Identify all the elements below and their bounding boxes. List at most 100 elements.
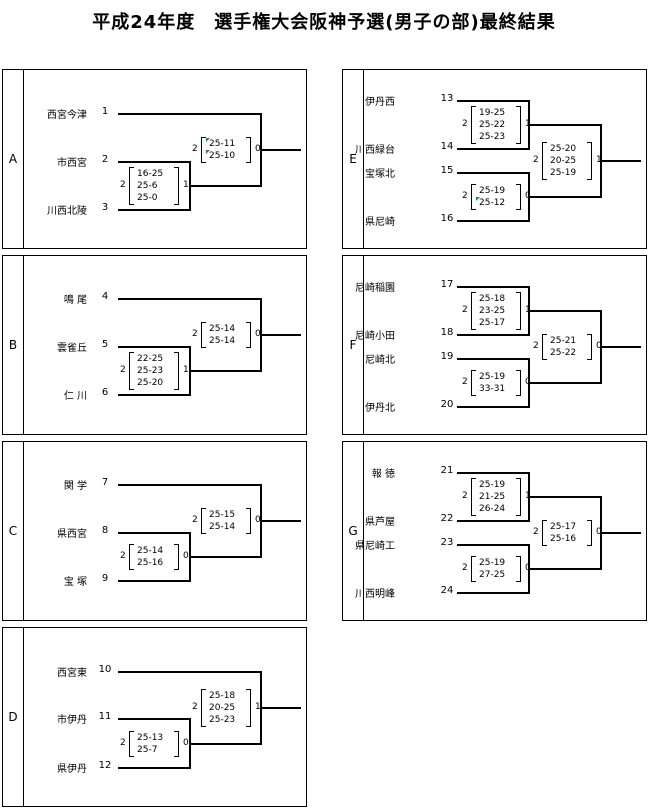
sets-won-team2: 0 xyxy=(525,563,531,573)
set-score: 25-0 xyxy=(137,193,158,203)
sets-won-team2: 1 xyxy=(525,491,531,501)
set-score: 19-25 xyxy=(479,108,506,118)
team-name: 仁 川 xyxy=(63,391,87,402)
bracket-line xyxy=(118,580,190,582)
score-bracket xyxy=(542,520,592,546)
set-score: 33-31 xyxy=(479,384,506,394)
bracket-line xyxy=(457,100,529,102)
score-bracket xyxy=(129,352,179,390)
group-label: F xyxy=(349,338,357,352)
team-name: 県伊丹 xyxy=(57,764,87,775)
bracket-line xyxy=(529,568,601,570)
set-score: 25-15 xyxy=(209,510,236,520)
score-bracket xyxy=(471,106,521,144)
sets-won-team2: 1 xyxy=(183,180,189,190)
sets-won-team2: 0 xyxy=(255,329,261,339)
seed-number: 21 xyxy=(440,465,454,476)
team-name: 伊丹北 xyxy=(365,403,395,414)
sets-won-team1: 2 xyxy=(192,144,198,154)
sets-won-team1: 2 xyxy=(120,737,126,748)
set-score: 25-14 xyxy=(209,522,236,532)
group-divider xyxy=(363,256,364,434)
final-line xyxy=(261,706,301,709)
bracket-line xyxy=(118,394,190,396)
set-score: 27-25 xyxy=(479,570,506,580)
set-score: 25-14 xyxy=(137,546,164,556)
bracket-line xyxy=(190,556,261,558)
bracket-line xyxy=(118,161,190,163)
seed-number: 14 xyxy=(440,141,454,152)
bracket-line xyxy=(457,334,529,336)
group-label: C xyxy=(8,524,18,538)
bracket-line xyxy=(457,520,529,522)
set-score: 26-24 xyxy=(479,504,506,514)
seed-number: 4 xyxy=(101,291,109,302)
team-name: 雲雀丘 xyxy=(57,343,87,354)
team-name: 市西宮 xyxy=(57,158,87,169)
score-bracket xyxy=(201,688,251,727)
bracket-line xyxy=(529,124,601,126)
bracket-line xyxy=(457,220,529,222)
set-score: 23-25 xyxy=(479,306,506,316)
sets-won-team1: 2 xyxy=(462,305,468,315)
set-score: 25-21 xyxy=(550,336,577,346)
sets-won-team1: 2 xyxy=(192,329,198,339)
bracket-line xyxy=(457,286,529,288)
final-line xyxy=(601,532,641,534)
team-name: 尼崎稲園 xyxy=(355,283,395,294)
set-score: 25-18 xyxy=(479,294,506,304)
bracket-line xyxy=(529,382,601,384)
sets-won-team2: 0 xyxy=(183,737,189,748)
seed-number: 11 xyxy=(98,711,112,722)
bracket-line xyxy=(529,196,601,198)
final-line xyxy=(601,346,641,348)
seed-number: 9 xyxy=(101,573,109,584)
set-score: 25-23 xyxy=(479,132,506,142)
sets-won-team2: 0 xyxy=(596,341,602,351)
seed-number: 8 xyxy=(101,525,109,536)
set-score: 25-20 xyxy=(550,144,577,154)
score-bracket xyxy=(471,556,521,582)
team-name: 市伊丹 xyxy=(57,715,87,726)
set-score: 25-17 xyxy=(479,318,506,328)
score-bracket xyxy=(542,142,592,180)
bracket-line xyxy=(118,346,190,348)
set-score: 25-7 xyxy=(137,744,158,755)
sets-won-team2: 0 xyxy=(525,377,531,387)
seed-number: 3 xyxy=(101,202,109,213)
score-bracket xyxy=(201,322,251,348)
sets-won-team2: 0 xyxy=(596,527,602,537)
bracket-line xyxy=(118,767,190,769)
set-score: 25-16 xyxy=(137,558,164,568)
bracket-line xyxy=(457,544,529,546)
bracket-line xyxy=(190,370,261,372)
set-score: 25-13 xyxy=(137,732,164,743)
group-divider xyxy=(363,70,364,248)
sets-won-team1: 2 xyxy=(120,551,126,561)
sets-won-team1: 2 xyxy=(462,491,468,501)
seed-number: 19 xyxy=(440,351,454,362)
sets-won-team1: 2 xyxy=(462,191,468,201)
set-score: 25-23 xyxy=(137,366,164,376)
team-name: 県西宮 xyxy=(57,529,87,540)
comment-flag-icon xyxy=(206,138,210,142)
sets-won-team1: 2 xyxy=(192,515,198,525)
score-bracket xyxy=(542,334,592,360)
bracket-line xyxy=(457,406,529,408)
sets-won-team2: 0 xyxy=(183,551,189,561)
set-score: 25-16 xyxy=(550,534,577,544)
team-name: 報 徳 xyxy=(371,469,395,480)
group-divider xyxy=(23,442,24,620)
page-title: 平成24年度 選手権大会阪神予選(男子の部)最終結果 xyxy=(92,12,556,33)
team-name: 川西緑台 xyxy=(355,145,395,156)
bracket-line xyxy=(118,671,261,673)
set-score: 22-25 xyxy=(137,354,164,364)
bracket-line xyxy=(457,472,529,474)
group-label: A xyxy=(8,152,18,166)
team-name: 宝塚北 xyxy=(365,169,395,180)
bracket-line xyxy=(457,592,529,594)
bracket-line xyxy=(529,496,601,498)
